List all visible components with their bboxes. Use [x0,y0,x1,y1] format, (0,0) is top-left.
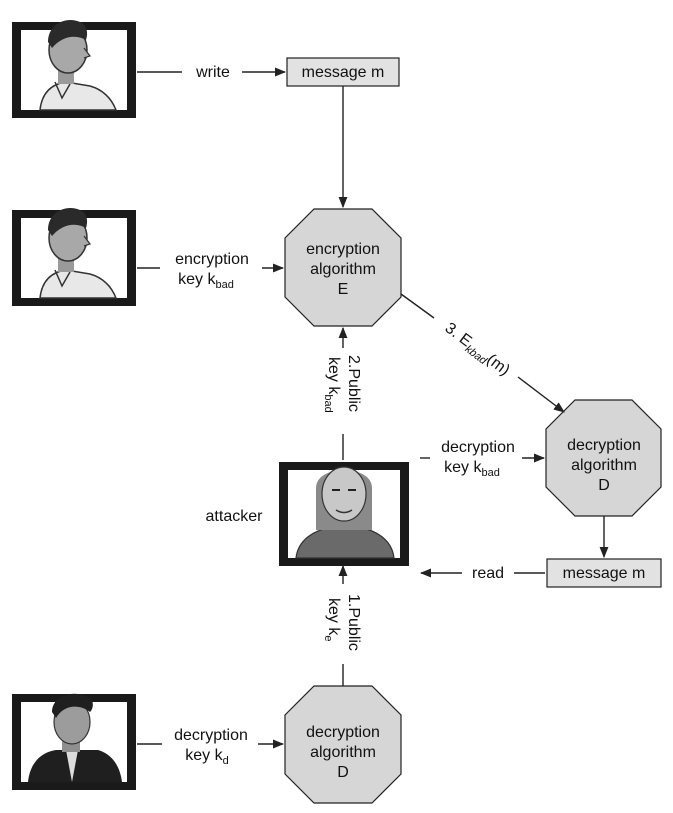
dec-alg-bottom-line1: decryption [306,724,380,741]
dec-alg-bottom-line3: D [337,764,349,781]
dec-key-bad-label-line1: decryption [441,439,515,456]
receiver-portrait-icon [12,693,136,790]
dec-alg-bottom-line2: algorithm [310,744,376,761]
step2-label-line1: 2.Public [345,355,362,412]
decryption-algorithm-right-octagon [545,399,662,517]
step2-label-line2: key kbad [322,357,342,413]
enc-alg-line2: algorithm [310,261,376,278]
dec-alg-right-line1: decryption [567,437,641,454]
decryption-algorithm-bottom-octagon [284,685,402,804]
dec-key-d-label-line2: key kd [185,747,228,767]
enc-alg-line1: encryption [306,241,380,258]
dec-key-bad-label-line2: key kbad [444,459,500,479]
read-label: read [472,565,504,582]
message-box-bottom [546,558,662,588]
encryption-algorithm-octagon [284,208,402,327]
enc-key-label-line2: key kbad [178,271,234,291]
step3-arrow [517,376,565,413]
dec-key-d-label-line1: decryption [174,727,248,744]
step3-line-a [400,293,435,319]
enc-alg-line3: E [338,281,349,298]
message-box-top-label: message m [302,64,385,81]
step3-label: 3. Ekbad(m) [440,320,513,382]
writer-portrait-icon [12,20,136,118]
write-label: write [195,64,230,81]
attacker-label: attacker [206,508,264,525]
message-box-bottom-label: message m [563,565,646,582]
attacker-portrait-icon [279,462,409,566]
step1-label-line2: key ke [322,598,342,641]
encrypter-portrait-icon [12,208,136,306]
enc-key-label-line1: encryption [175,251,249,268]
dec-alg-right-line2: algorithm [571,457,637,474]
step1-label-line1: 1.Public [345,594,362,651]
dec-alg-right-line3: D [598,477,610,494]
